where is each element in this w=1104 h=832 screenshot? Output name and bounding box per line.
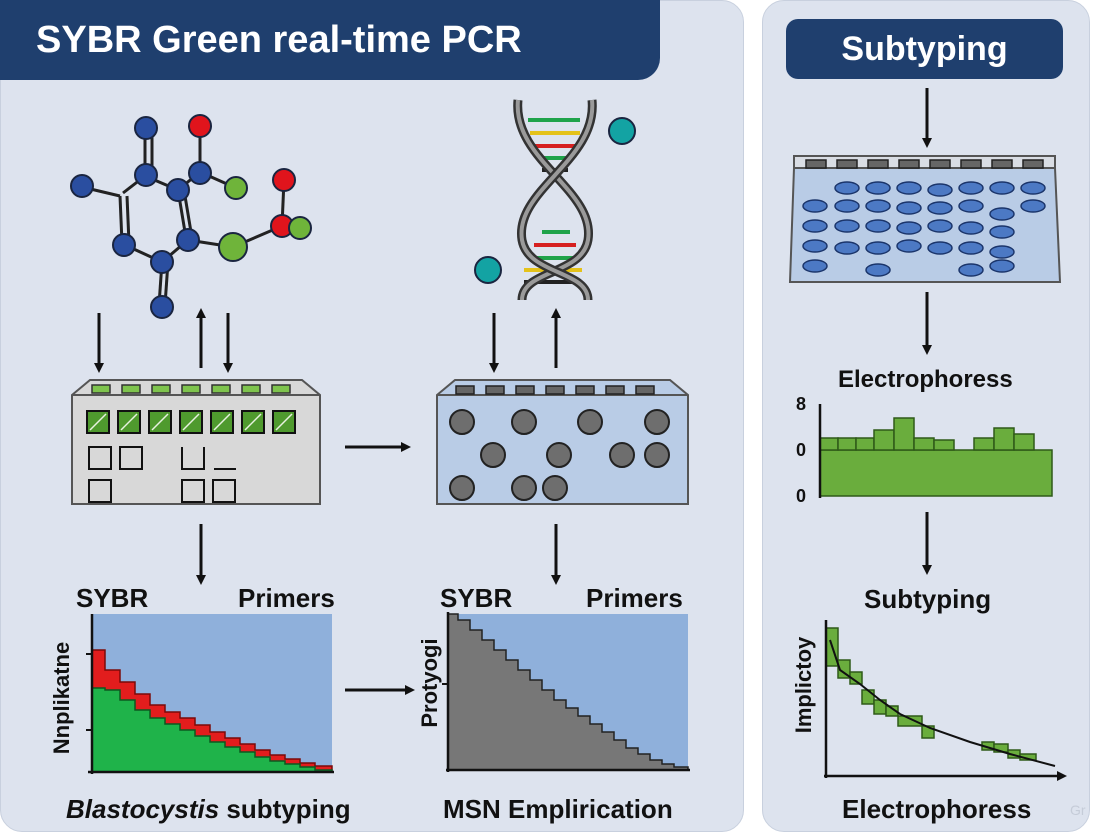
pcr-plate-gray <box>71 379 321 505</box>
flow-arrows <box>94 88 932 695</box>
subtyping-title: Subtyping <box>786 19 1063 79</box>
caption-plain-text: subtyping <box>219 794 351 824</box>
subtyping-chart <box>824 620 1067 781</box>
electro-y-tick-top: 8 <box>796 394 807 414</box>
middle-chart-y-label: Protyogi <box>417 638 442 728</box>
subtyping-y-label: Implictoy <box>791 636 816 734</box>
watermark: Gr <box>1070 802 1086 818</box>
electro-y-tick-mid: 0 <box>796 440 807 460</box>
left-chart-primers-label: Primers <box>238 583 335 613</box>
subtyping-label: Subtyping <box>864 584 992 614</box>
main-title: SYBR Green real-time PCR <box>0 0 660 80</box>
dna-helix-icon <box>474 99 636 301</box>
electrophoresis-chart <box>818 404 1053 498</box>
left-chart-caption: Blastocystis subtyping <box>66 794 351 825</box>
subtyping-caption: Electrophoress <box>842 794 1032 824</box>
middle-chart-primers-label: Primers <box>586 583 683 613</box>
electro-y-tick-bottom: 0 <box>796 486 807 506</box>
molecule-atoms <box>70 114 312 319</box>
msn-amplification-chart <box>442 612 690 772</box>
left-chart-y-label: Nnplikatne <box>49 641 74 755</box>
electrophoresis-title: Electrophoress <box>838 366 1013 393</box>
pcr-plate-blue <box>436 379 689 505</box>
middle-chart-caption: MSN Emplirication <box>443 794 673 824</box>
sybr-molecule-icon <box>81 128 301 306</box>
sybr-amplification-chart <box>86 614 334 774</box>
caption-italic-text: Blastocystis <box>66 794 220 824</box>
middle-chart-sybr-label: SYBR <box>440 583 513 613</box>
left-chart-sybr-label: SYBR <box>76 583 149 613</box>
gel-plate <box>788 155 1062 283</box>
